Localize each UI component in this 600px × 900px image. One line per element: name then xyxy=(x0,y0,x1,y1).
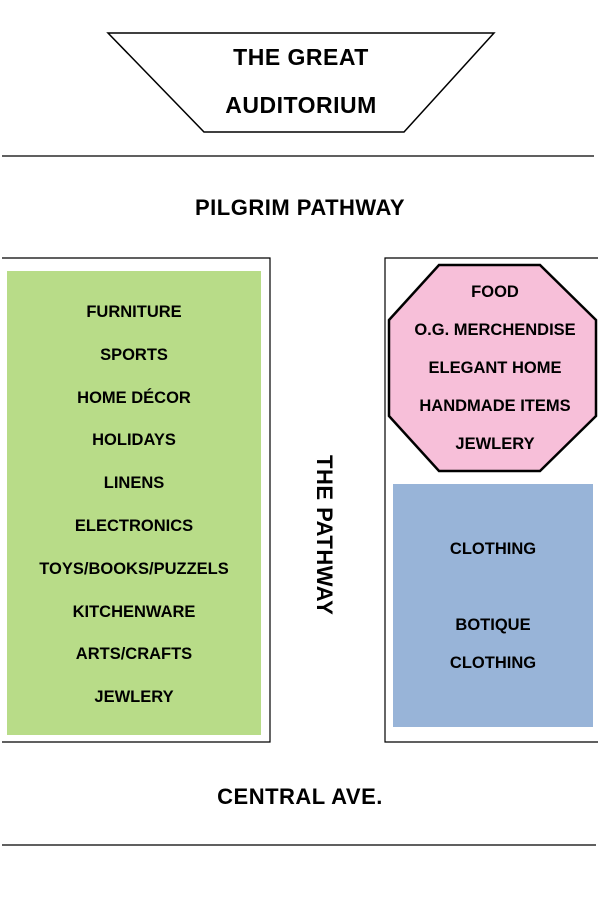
list-item: CLOTHING xyxy=(449,654,537,672)
pilgrim-pathway-label: PILGRIM PATHWAY xyxy=(195,195,405,220)
left-section-area xyxy=(7,271,261,735)
octagon-section-list: FOOD O.G. MERCHENDISE ELEGANT HOME HANDM… xyxy=(390,280,600,470)
octagon-section-area xyxy=(387,263,598,473)
list-item: FURNITURE xyxy=(86,303,182,321)
list-item: FOOD xyxy=(471,283,519,301)
list-item: BOTIQUE xyxy=(455,616,531,634)
list-item: ARTS/CRAFTS xyxy=(75,645,193,664)
auditorium-shape xyxy=(106,32,496,133)
list-item: LINENS xyxy=(103,474,165,493)
list-item: TOYS/BOOKS/PUZZELS xyxy=(39,559,229,578)
central-ave-label: CENTRAL AVE. xyxy=(217,784,383,809)
list-item: KITCHENWARE xyxy=(72,602,196,621)
blue-section-list: CLOTHING BOTIQUE CLOTHING xyxy=(393,537,593,689)
list-item: JEWLERY xyxy=(455,435,535,453)
the-pathway-label: THE PATHWAY xyxy=(312,455,337,616)
list-item: ELEGANT HOME xyxy=(428,359,562,377)
list-item: ELECTRONICS xyxy=(74,516,194,535)
list-item: HOLIDAYS xyxy=(92,431,176,450)
auditorium-title-line1: THE GREAT xyxy=(233,44,369,70)
list-item: HOME DÉCOR xyxy=(77,388,191,407)
list-spacer xyxy=(393,575,593,613)
list-item: SPORTS xyxy=(100,345,168,364)
auditorium-title-line2: AUDITORIUM xyxy=(225,92,377,118)
left-section-list: FURNITURE SPORTS HOME DÉCOR HOLIDAYS LIN… xyxy=(8,300,260,728)
list-item: JEWLERY xyxy=(94,688,174,707)
right-block-border xyxy=(384,257,598,743)
list-item: CLOTHING xyxy=(449,540,537,558)
list-item: HANDMADE ITEMS xyxy=(419,397,571,415)
left-block-border xyxy=(2,257,271,743)
list-item: O.G. MERCHENDISE xyxy=(414,321,576,339)
blue-section-area xyxy=(393,484,593,727)
